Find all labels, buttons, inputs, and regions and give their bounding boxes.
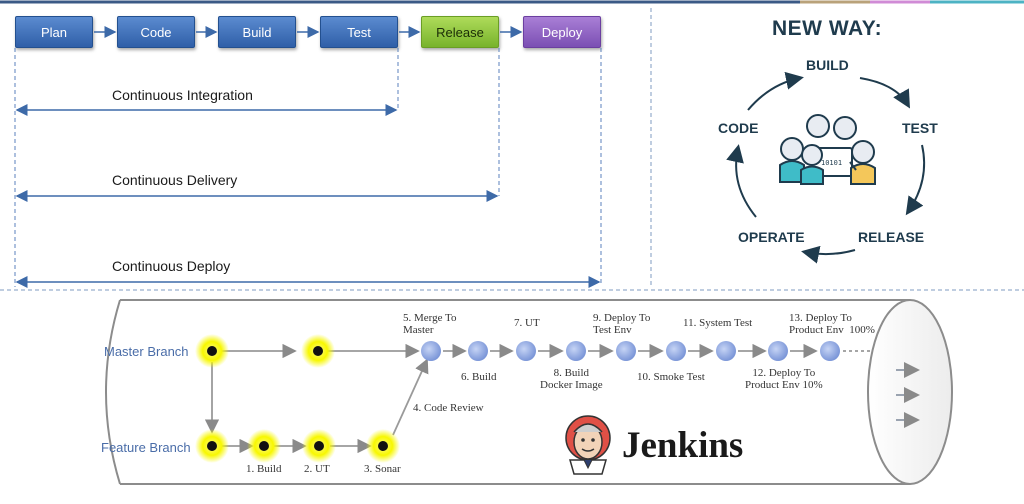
upper-step-label: 13. Deploy To Product Env 100% <box>789 312 875 336</box>
upper-step-label: 7. UT <box>514 317 540 329</box>
jenkins-wordmark: Jenkins <box>622 425 744 466</box>
cycle-label-operate: OPERATE <box>738 229 805 245</box>
ci-cd-span-diagram <box>14 26 602 288</box>
stage-label: Deploy <box>541 24 583 40</box>
devops-cycle-graphic: 10101 <box>726 71 926 264</box>
span-label-cd: Continuous Delivery <box>112 172 238 188</box>
stage-label: Plan <box>40 24 68 40</box>
feature-step-label: 3. Sonar <box>364 463 401 475</box>
upper-step-label: 9. Deploy To Test Env <box>593 312 651 336</box>
stage-deploy: Deploy <box>523 16 601 48</box>
code-review-label: 4. Code Review <box>413 402 484 414</box>
lower-step-label: 12. Deploy To Product Env 10% <box>745 367 823 391</box>
stage-release: Release <box>421 16 499 48</box>
badge-text: 10101 <box>821 159 842 167</box>
jenkins-mascot-icon <box>565 415 611 475</box>
jenkins-pipeline-graphic <box>105 299 953 485</box>
pipeline-stage-nodes <box>421 341 840 361</box>
team-icon: 10101 <box>779 114 876 185</box>
panel-separators <box>0 0 1024 291</box>
cycle-label-code: CODE <box>718 120 759 136</box>
stage-build: Build <box>218 16 296 48</box>
cycle-label-test: TEST <box>902 120 938 136</box>
stage-test: Test <box>320 16 398 48</box>
span-label-cdeploy: Continuous Deploy <box>112 258 231 274</box>
upper-step-label: 5. Merge To Master <box>403 312 457 336</box>
span-arrows <box>15 104 601 288</box>
lower-step-label: 8. Build Docker Image <box>540 367 603 391</box>
pipeline-tube <box>105 299 953 485</box>
stage-code: Code <box>117 16 195 48</box>
branch-label-master: Master Branch <box>104 344 189 359</box>
cycle-arrows <box>726 71 926 264</box>
stage-label: Code <box>140 24 172 40</box>
cycle-label-build: BUILD <box>806 57 849 73</box>
upper-step-label: 11. System Test <box>683 317 753 329</box>
stage-label: Test <box>347 24 371 40</box>
cycle-label-release: RELEASE <box>858 229 925 245</box>
span-label-ci: Continuous Integration <box>112 87 253 103</box>
lower-step-label: 10. Smoke Test <box>637 371 705 383</box>
commit-nodes <box>195 334 400 463</box>
stage-plan: Plan <box>15 16 93 48</box>
span-guides <box>14 48 602 287</box>
feature-step-label: 1. Build <box>246 463 282 475</box>
new-way-title: NEW WAY: <box>772 17 883 40</box>
feature-step-label: 2. UT <box>304 463 330 475</box>
branch-label-feature: Feature Branch <box>101 440 191 455</box>
stage-label: Build <box>242 24 272 40</box>
stage-label: Release <box>436 24 484 40</box>
lower-step-label: 6. Build <box>461 371 497 383</box>
